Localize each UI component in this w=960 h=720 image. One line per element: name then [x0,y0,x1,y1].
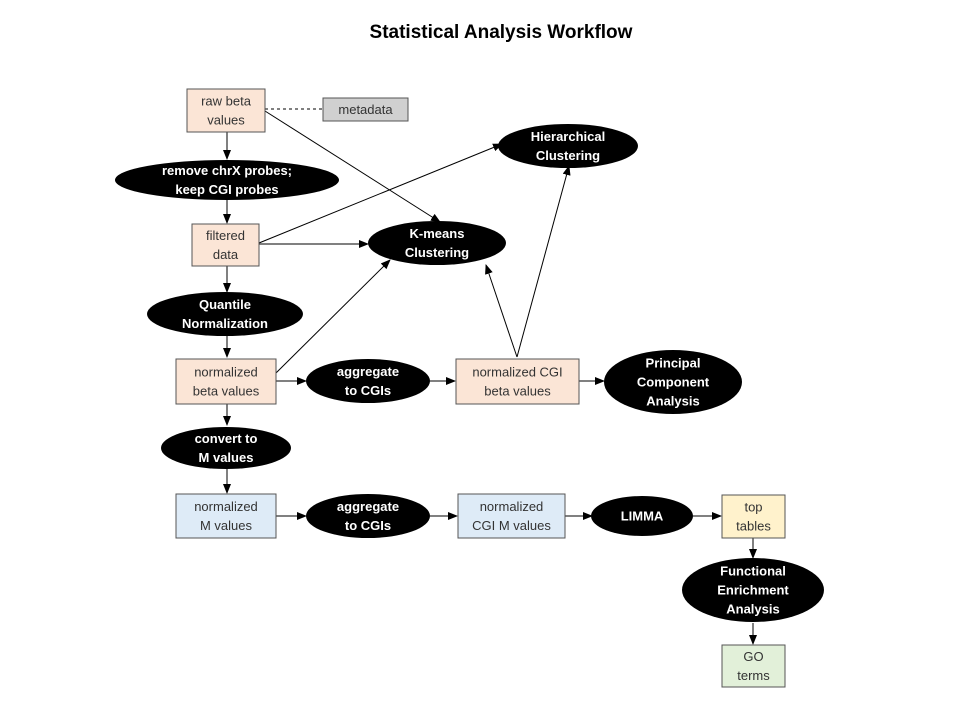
node-shape [721,644,786,688]
node-label-line: data [213,247,239,262]
node-label-line: beta values [484,384,551,399]
node-label-line: normalized [194,499,258,514]
box-raw-beta-values: raw beta values [186,88,266,133]
node-label-line: Analysis [646,394,699,409]
node-label-line: K-means [410,226,465,241]
node-label-line: M values [200,518,253,533]
node-label-line: values [207,113,245,128]
edge-normcgibeta-kmeans [485,264,518,358]
node-label-line: LIMMA [621,509,664,524]
node-label-line: Functional [720,564,786,579]
node-label-line: beta values [193,384,260,399]
box-top-tables: top tables [721,494,786,539]
node-label-line: Clustering [536,148,600,163]
node-label-line: aggregate [337,499,399,514]
node-shape [591,496,693,536]
edge-normbeta-kmeans [275,259,391,374]
node-label-line: Analysis [726,602,779,617]
node-label-line: top [744,500,762,515]
node-shape [115,160,339,200]
ellipse-remove-chrx-probes: remove chrX probes; keep CGI probes [115,160,339,200]
box-normalized-beta-values: normalized beta values [175,358,277,405]
node-label-line: aggregate [337,364,399,379]
ellipse-limma: LIMMA [591,496,693,536]
node-shape [306,494,430,538]
node-label-line: tables [736,519,771,534]
node-shape [721,494,786,539]
node-label-line: filtered [206,228,245,243]
node-label-line: Enrichment [717,583,789,598]
node-label-line: Quantile [199,297,251,312]
node-label-line: to CGIs [345,518,391,533]
ellipse-convert-to-m-values: convert to M values [161,427,291,469]
node-shape [306,359,430,403]
node-label-line: raw beta [201,94,252,109]
node-label-line: terms [737,668,770,683]
box-metadata: metadata [322,97,409,122]
box-normalized-cgi-beta-values: normalized CGI beta values [455,358,580,405]
node-shape [322,97,409,122]
node-label-line: CGI M values [472,518,551,533]
edge-normcgibeta-hclust [516,165,571,358]
node-label-line: Normalization [182,316,268,331]
node-label-line: metadata [338,102,393,117]
node-shape [175,493,277,539]
node-shape [455,358,580,405]
node-label-line: normalized [194,365,258,380]
node-shape [191,223,260,267]
node-label-line: remove chrX probes; [162,163,292,178]
node-label-line: Component [637,375,710,390]
box-go-terms: GO terms [721,644,786,688]
ellipse-aggregate-to-cgis-beta: aggregate to CGIs [306,359,430,403]
node-shape [161,427,291,469]
edges [223,108,757,645]
node-label-line: Principal [646,356,701,371]
node-shape [186,88,266,133]
node-shape [175,358,277,405]
node-label-line: Clustering [405,245,469,260]
node-shape [682,558,824,622]
node-label-line: normalized [480,499,544,514]
node-shape [457,493,566,539]
node-label-line: convert to [195,431,258,446]
node-label-line: to CGIs [345,383,391,398]
node-label-line: normalized CGI [472,365,562,380]
node-label-line: M values [199,450,254,465]
node-label-line: Hierarchical [531,129,605,144]
node-shape [604,350,742,414]
edge-filtered-hclust [258,143,503,244]
node-shape [147,292,303,336]
edge-raw-kmeans [264,110,441,223]
ellipse-aggregate-to-cgis-m: aggregate to CGIs [306,494,430,538]
box-normalized-m-values: normalized M values [175,493,277,539]
node-shape [368,221,506,265]
node-label-line: keep CGI probes [175,182,278,197]
node-shape [498,124,638,168]
box-filtered-data: filtered data [191,223,260,267]
page-title: Statistical Analysis Workflow [369,22,633,43]
node-label-line: GO [743,649,763,664]
